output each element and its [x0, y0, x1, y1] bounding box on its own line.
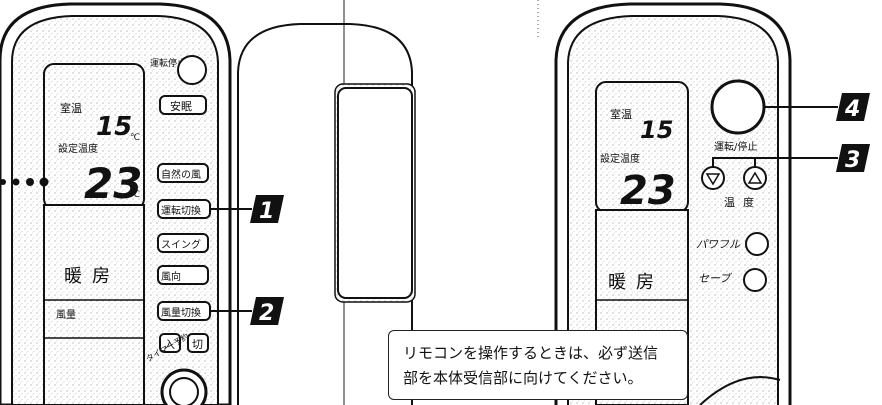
fan-switch-label: 風量切換: [161, 307, 201, 319]
callout-2-number: 2: [259, 301, 274, 326]
callout-4-number: 4: [844, 97, 860, 122]
timer-on-button[interactable]: [159, 333, 181, 353]
swing-label: スイング: [161, 238, 201, 251]
temp-down-button[interactable]: [701, 166, 725, 190]
left-set-temp-value: 23: [84, 159, 142, 208]
wind-direction-label: 風向: [161, 270, 181, 283]
instruction-note: リモコンを操作するときは、必ず送信 部を本体受信部に向けてください。: [388, 330, 688, 400]
timer-off-button[interactable]: [187, 333, 209, 353]
temp-up-button[interactable]: [743, 166, 767, 190]
left-set-temp-label: 設定温度: [58, 142, 98, 155]
right-room-temp-value: 15: [640, 116, 673, 144]
powerful-label: パワフル: [696, 238, 741, 251]
left-power-button[interactable]: [177, 55, 207, 85]
sleep-button-label: 安眠: [170, 99, 192, 113]
left-power-label: 運転停止: [150, 57, 186, 69]
left-remote: 室温 15 ℃ 設定温度 23 ℃ 暖房 風量 運転停止 安眠 自然の風 運転切…: [0, 2, 232, 405]
left-room-temp-value: 15: [96, 112, 132, 142]
remote-back: [237, 23, 416, 405]
right-remote: 室温 15 設定温度 23 暖房 運転/停止 温度 パワフル セーブ: [554, 2, 792, 405]
right-power-button[interactable]: [710, 79, 766, 135]
swing-button[interactable]: [157, 233, 209, 253]
temp-label: 温度: [724, 195, 762, 209]
left-set-temp-unit: ℃: [130, 190, 140, 200]
callout-4: 4: [764, 93, 870, 122]
mode-switch-label: 運転切換: [161, 205, 201, 217]
eco-label: セーブ: [698, 272, 732, 285]
callout-1-number: 1: [259, 199, 274, 224]
left-mode-label: 暖房: [64, 266, 120, 287]
wind-direction-button[interactable]: [157, 265, 209, 285]
note-line-1: リモコンを操作するときは、必ず送信: [403, 344, 659, 362]
left-room-temp-label: 室温: [60, 101, 82, 115]
timer-off-label: 切: [192, 338, 203, 351]
callout-2: 2: [210, 297, 284, 326]
left-button-column: 安眠 自然の風 運転切換 スイング 風向 風量切換 入 切 タイマー予約: [144, 95, 211, 405]
left-fan-label: 風量: [56, 309, 76, 321]
natural-wind-label: 自然の風: [161, 168, 201, 181]
triangle-down-icon: [705, 173, 721, 186]
right-set-temp-label: 設定温度: [600, 152, 640, 165]
note-line-2: 部を本体受信部に向けてください。: [403, 369, 643, 387]
right-room-temp-label: 室温: [610, 107, 632, 121]
callout-3-number: 3: [845, 148, 860, 173]
timer-on-label: 入: [164, 338, 175, 351]
right-set-temp-value: 23: [620, 168, 676, 214]
dotted-leader: [0, 177, 49, 187]
powerful-button[interactable]: [745, 232, 769, 256]
left-room-temp-unit: ℃: [130, 133, 140, 143]
right-mode-label: 暖房: [608, 272, 664, 293]
right-power-label: 運転/停止: [714, 140, 757, 153]
sleep-button[interactable]: [159, 95, 207, 115]
callout-1: 1: [210, 195, 284, 224]
triangle-up-icon: [747, 171, 763, 184]
eco-button[interactable]: [743, 268, 767, 292]
natural-wind-button[interactable]: [157, 163, 209, 183]
callout-3: 3: [712, 144, 870, 173]
battery-cover: [337, 87, 413, 299]
